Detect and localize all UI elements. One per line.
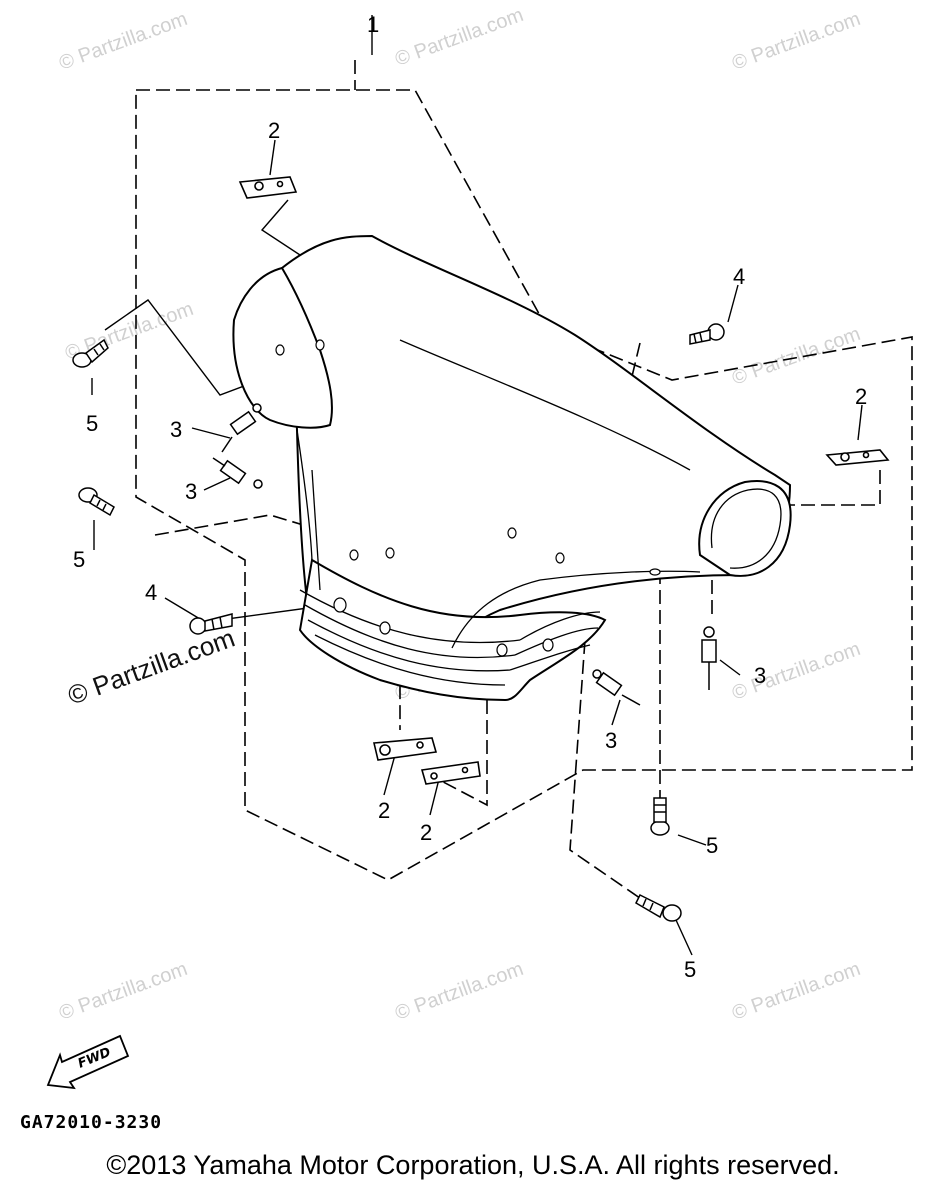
plate-2-bottom-right xyxy=(420,761,481,785)
screw-4-top xyxy=(689,323,725,345)
bolt-5-left xyxy=(78,487,115,517)
plate-2-top xyxy=(238,176,298,199)
callout-labels: 1 2 2 2 2 3 3 3 3 4 4 5 5 5 5 xyxy=(73,12,867,982)
watermark: © Partzilla.com xyxy=(56,958,190,1025)
screw-parts xyxy=(72,323,725,922)
plate-2-right xyxy=(825,449,890,466)
callout-3: 3 xyxy=(605,728,617,753)
callout-5: 5 xyxy=(86,411,98,436)
callout-3: 3 xyxy=(170,417,182,442)
callout-2: 2 xyxy=(420,820,432,845)
leader-lines xyxy=(91,15,863,956)
callout-5: 5 xyxy=(73,547,85,572)
callout-5: 5 xyxy=(684,957,696,982)
rivet-3a xyxy=(221,403,262,453)
callout-3: 3 xyxy=(185,479,197,504)
drawing-code: GA72010-3230 xyxy=(20,1112,163,1133)
callout-2: 2 xyxy=(378,798,390,823)
forward-arrow-icon: FWD xyxy=(46,1034,130,1090)
bolt-5-right xyxy=(650,797,670,836)
rivet-3d xyxy=(701,626,717,690)
callout-3: 3 xyxy=(754,663,766,688)
callout-5: 5 xyxy=(706,833,718,858)
copyright-notice: ©2013 Yamaha Motor Corporation, U.S.A. A… xyxy=(106,1150,840,1180)
cowling-details xyxy=(296,339,782,686)
rivet-3b xyxy=(212,457,263,489)
watermark: © Partzilla.com xyxy=(729,638,863,705)
callout-2: 2 xyxy=(268,118,280,143)
watermark: © Partzilla.com xyxy=(729,323,863,390)
watermark: © Partzilla.com xyxy=(729,958,863,1025)
watermark-prominent: © Partzilla.com xyxy=(64,623,239,711)
bolt-5-top-left xyxy=(72,338,109,368)
screw-4-left xyxy=(189,613,233,635)
watermark: © Partzilla.com xyxy=(56,8,190,75)
mounting-holes xyxy=(275,339,661,657)
bolt-5-bottom xyxy=(635,893,682,922)
watermark: © Partzilla.com xyxy=(729,8,863,75)
watermark: © Partzilla.com xyxy=(392,4,526,71)
rivet-parts xyxy=(212,403,717,706)
plate-2-bottom-left xyxy=(373,737,438,761)
rivet-3c xyxy=(592,669,641,706)
callout-4: 4 xyxy=(145,580,157,605)
callout-1: 1 xyxy=(367,12,379,37)
watermark: © Partzilla.com xyxy=(392,958,526,1025)
callout-4: 4 xyxy=(733,264,745,289)
plate-parts xyxy=(238,176,890,785)
callout-2: 2 xyxy=(855,384,867,409)
